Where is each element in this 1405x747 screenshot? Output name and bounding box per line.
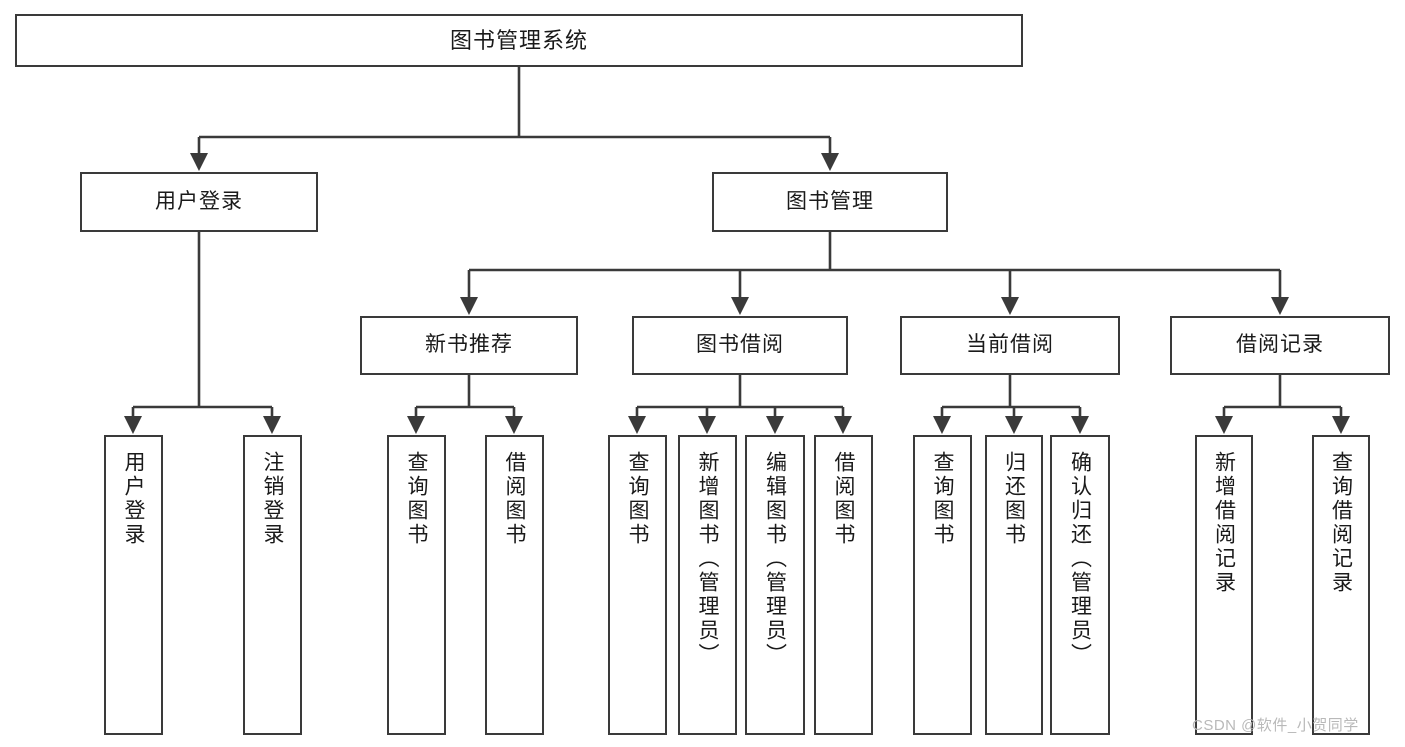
node-leaf-borrow-book[interactable]: 借阅图书	[814, 435, 873, 735]
node-leaf-return-book[interactable]: 归还图书	[985, 435, 1043, 735]
node-leaf-borrow-book-rec-label: 借阅图书	[503, 451, 527, 547]
node-leaf-user-login-label: 用户登录	[122, 451, 146, 547]
node-leaf-confirm-return-label: 确认归还（管理员）	[1068, 451, 1092, 667]
node-leaf-query-record[interactable]: 查询借阅记录	[1312, 435, 1370, 735]
node-leaf-edit-book-label: 编辑图书（管理员）	[763, 451, 787, 667]
node-leaf-add-book[interactable]: 新增图书（管理员）	[678, 435, 737, 735]
node-book-manage-label: 图书管理	[786, 189, 874, 213]
node-user-login[interactable]: 用户登录	[80, 172, 318, 232]
node-leaf-query-record-label: 查询借阅记录	[1329, 451, 1353, 595]
node-leaf-logout-label: 注销登录	[261, 451, 285, 547]
node-new-book-recommend-label: 新书推荐	[425, 333, 513, 357]
node-leaf-return-book-label: 归还图书	[1002, 451, 1026, 547]
node-leaf-query-book-borrow-label: 查询图书	[626, 451, 650, 547]
node-current-borrow-label: 当前借阅	[966, 333, 1054, 357]
node-leaf-add-book-label: 新增图书（管理员）	[696, 451, 720, 667]
node-new-book-recommend[interactable]: 新书推荐	[360, 316, 578, 375]
node-book-borrow[interactable]: 图书借阅	[632, 316, 848, 375]
node-leaf-borrow-book-label: 借阅图书	[832, 451, 856, 547]
node-borrow-record[interactable]: 借阅记录	[1170, 316, 1390, 375]
node-leaf-confirm-return[interactable]: 确认归还（管理员）	[1050, 435, 1110, 735]
node-current-borrow[interactable]: 当前借阅	[900, 316, 1120, 375]
node-leaf-add-record[interactable]: 新增借阅记录	[1195, 435, 1253, 735]
node-leaf-query-book-borrow[interactable]: 查询图书	[608, 435, 667, 735]
node-leaf-query-book-rec[interactable]: 查询图书	[387, 435, 446, 735]
node-leaf-query-book-rec-label: 查询图书	[405, 451, 429, 547]
node-leaf-edit-book[interactable]: 编辑图书（管理员）	[745, 435, 805, 735]
node-borrow-record-label: 借阅记录	[1236, 333, 1324, 357]
csdn-watermark: CSDN @软件_小贺同学	[1192, 717, 1359, 734]
node-leaf-add-record-label: 新增借阅记录	[1212, 451, 1236, 595]
node-leaf-logout[interactable]: 注销登录	[243, 435, 302, 735]
node-leaf-query-book-current-label: 查询图书	[931, 451, 955, 547]
node-user-login-label: 用户登录	[155, 189, 243, 213]
node-book-borrow-label: 图书借阅	[696, 333, 784, 357]
node-leaf-query-book-current[interactable]: 查询图书	[913, 435, 972, 735]
node-root[interactable]: 图书管理系统	[15, 14, 1023, 67]
node-leaf-user-login[interactable]: 用户登录	[104, 435, 163, 735]
node-leaf-borrow-book-rec[interactable]: 借阅图书	[485, 435, 544, 735]
node-book-manage[interactable]: 图书管理	[712, 172, 948, 232]
node-root-label: 图书管理系统	[449, 27, 588, 53]
